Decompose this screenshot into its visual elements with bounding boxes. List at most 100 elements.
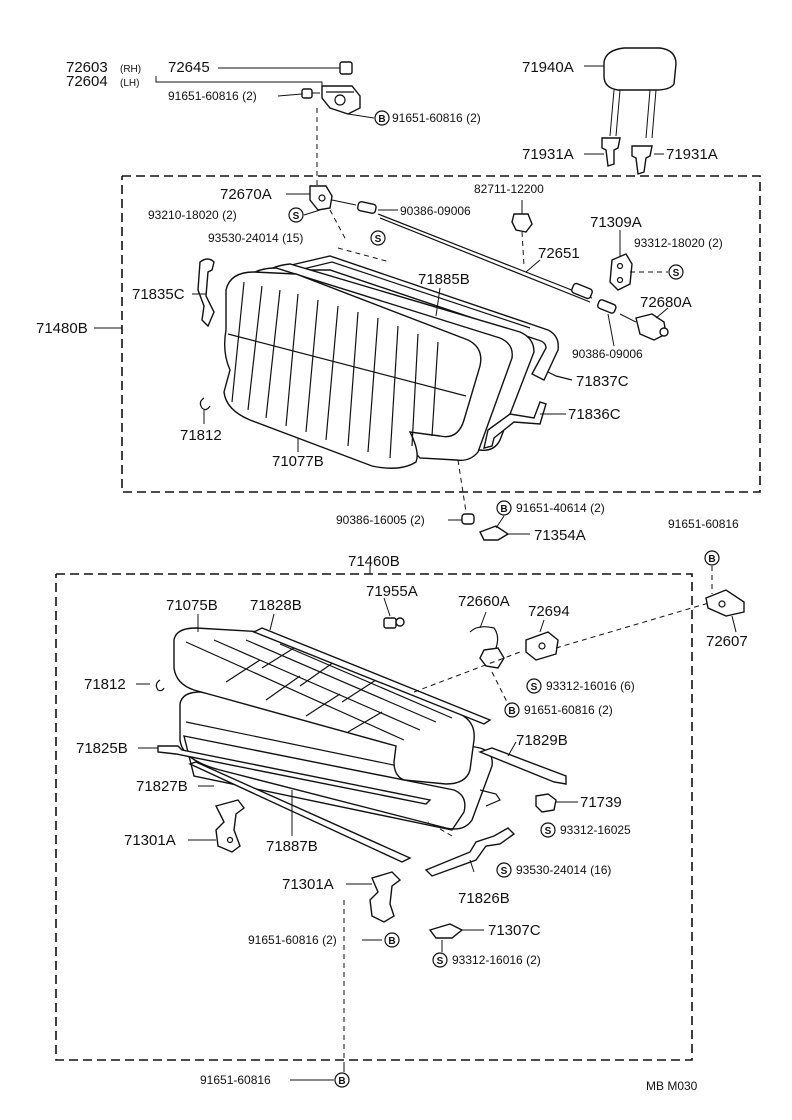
- headrest-guide-71931A-right: [631, 145, 653, 175]
- lock-72670A: [309, 185, 357, 211]
- bolt-symbol-top: B: [374, 110, 390, 126]
- label-71836C: 71836C: [568, 406, 621, 423]
- label-71077B: 71077B: [272, 453, 324, 470]
- label-71826B: 71826B: [458, 890, 510, 907]
- hook-71354A: [479, 525, 510, 541]
- release-72680A: [619, 313, 669, 341]
- screw-symbol-93312-18020: S: [668, 264, 684, 280]
- label-91651-60816-b: 91651-60816 (2): [392, 111, 481, 125]
- striker-72694: [525, 631, 559, 661]
- small-plate: [479, 789, 501, 807]
- hook-71812-bottom: [155, 679, 165, 692]
- bracket-71826B: [424, 827, 516, 877]
- svg-text:B: B: [378, 114, 385, 125]
- hook-71812-top: [199, 397, 211, 411]
- label-71301A-a: 71301A: [124, 832, 176, 849]
- label-72604: 72604: [66, 73, 108, 90]
- label-71812-b: 71812: [84, 676, 126, 693]
- label-71075B: 71075B: [166, 597, 218, 614]
- diagram-code: MB M030: [646, 1079, 698, 1093]
- label-72694: 72694: [528, 603, 570, 620]
- label-71309A: 71309A: [590, 214, 642, 231]
- label-72680A: 72680A: [640, 294, 692, 311]
- label-71739: 71739: [580, 794, 622, 811]
- label-71885B: 71885B: [418, 271, 470, 288]
- side-bracket-71835C: [197, 258, 215, 328]
- svg-text:S: S: [293, 211, 300, 222]
- bolt-part-top-left: [301, 88, 320, 99]
- label-91651-60816-c: 91651-60816: [668, 517, 739, 531]
- label-93312-16016-6: 93312-16016 (6): [546, 679, 635, 693]
- svg-text:S: S: [531, 682, 538, 693]
- label-71812-a: 71812: [180, 427, 222, 444]
- svg-text:S: S: [545, 826, 552, 837]
- hinge-cover-72645: [339, 61, 353, 75]
- rail-71828B: [252, 627, 492, 725]
- bolt-symbol-40614: B: [496, 500, 512, 516]
- svg-text:S: S: [501, 866, 508, 877]
- svg-text:S: S: [375, 234, 382, 245]
- cushion-90386-09006-bottom: [596, 299, 617, 314]
- rail-71829B: [477, 747, 567, 785]
- headrest-71940A: [603, 47, 677, 139]
- bolt-symbol-60816-e: B: [384, 932, 400, 948]
- headrest-guide-71931A-left: [601, 137, 621, 167]
- label-93312-16016-2: 93312-16016 (2): [452, 953, 541, 967]
- label-91651-60816-d: 91651-60816 (2): [524, 703, 613, 717]
- label-91651-60816-a: 91651-60816 (2): [168, 89, 257, 103]
- label-90386-09006-a: 90386-09006: [400, 204, 471, 218]
- rail-71825B: [157, 745, 432, 805]
- bolt-symbol-60816-d: B: [504, 702, 520, 718]
- bracket-72607: [705, 589, 745, 617]
- svg-text:B: B: [708, 554, 715, 565]
- label-90386-09006-b: 90386-09006: [572, 347, 643, 361]
- svg-text:B: B: [508, 706, 515, 717]
- svg-text:S: S: [437, 956, 444, 967]
- label-71931A-left: 71931A: [522, 146, 574, 163]
- clip-82711-12200: [511, 213, 533, 233]
- screw-symbol-93312-16025: S: [540, 822, 556, 838]
- label-91651-60816-f: 91651-60816: [200, 1073, 271, 1087]
- label-90386-16005: 90386-16005 (2): [336, 513, 425, 527]
- label-91651-60816-e: 91651-60816 (2): [248, 933, 337, 947]
- hook-71307C: [428, 923, 464, 939]
- cushion-90386-09006-top: [357, 201, 377, 214]
- label-93312-18020: 93312-18020 (2): [634, 236, 723, 250]
- under-frame: [183, 735, 466, 831]
- svg-text:B: B: [500, 504, 507, 515]
- rail-71827B: [188, 761, 412, 863]
- seatback-cover-71077B: [223, 271, 482, 469]
- label-71828B: 71828B: [250, 597, 302, 614]
- svg-text:B: B: [338, 1076, 345, 1087]
- bracket-71301A-lower: [369, 871, 402, 923]
- label-71460B: 71460B: [348, 553, 400, 570]
- bracket-71836C: [483, 401, 547, 449]
- label-71955A: 71955A: [366, 583, 418, 600]
- label-72607: 72607: [706, 633, 748, 650]
- bolt-symbol-72607: B: [704, 550, 720, 566]
- screw-symbol-93530-15: S: [370, 230, 386, 246]
- svg-text:B: B: [388, 936, 395, 947]
- label-71825B: 71825B: [76, 740, 128, 757]
- seat-cushion-71075B: [173, 627, 475, 785]
- label-72660A: 72660A: [458, 593, 510, 610]
- seatback-group-box: [121, 175, 761, 493]
- label-93530-24014-15: 93530-24014 (15): [208, 231, 303, 245]
- bolt-symbol-60816-f: B: [334, 1072, 350, 1088]
- clip-71739: [535, 793, 557, 813]
- label-71827B: 71827B: [136, 778, 188, 795]
- label-71887B: 71887B: [266, 838, 318, 855]
- bracket-71309A: [609, 253, 633, 291]
- hinge-bracket-72603: [321, 85, 361, 115]
- label-93210-18020: 93210-18020 (2): [148, 208, 237, 222]
- label-71307C: 71307C: [488, 922, 541, 939]
- label-71480B: 71480B: [36, 320, 88, 337]
- label-72670A: 72670A: [220, 186, 272, 203]
- screw-symbol-93312-16016-6: S: [526, 678, 542, 694]
- label-72603-side: (RH): [120, 64, 141, 75]
- label-72651: 72651: [538, 245, 580, 262]
- label-91651-40614: 91651-40614 (2): [516, 501, 605, 515]
- label-71837C: 71837C: [576, 373, 629, 390]
- label-82711-12200: 82711-12200: [474, 182, 544, 196]
